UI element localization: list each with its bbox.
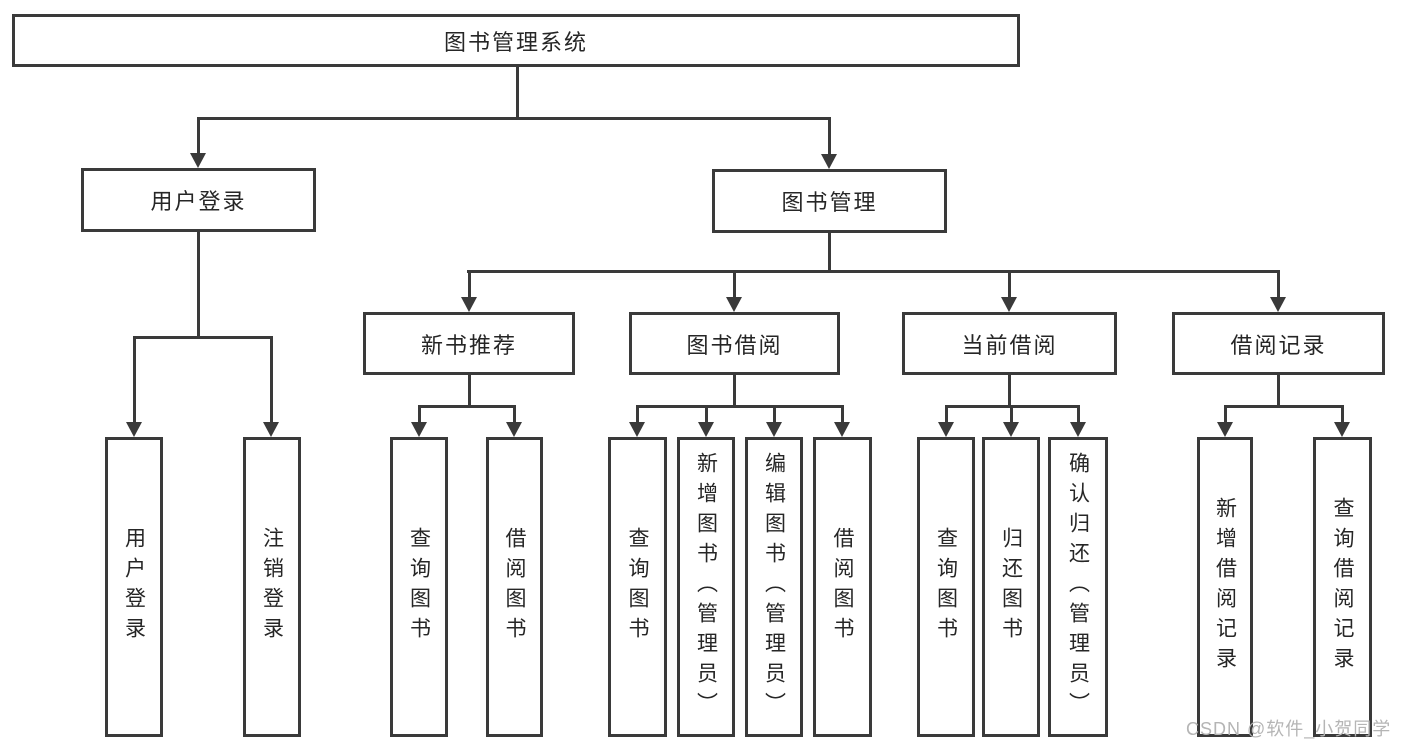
connector-line <box>197 117 200 155</box>
arrowhead <box>834 422 850 437</box>
node-user-login: 用户登录 <box>81 168 316 232</box>
connector-line <box>1341 405 1344 424</box>
node-leaf-logout: 注销登录 <box>243 437 301 737</box>
node-leaf-edit-books-admin: 编辑图书（管理员） <box>745 437 803 737</box>
arrowhead <box>190 153 206 168</box>
connector-line <box>270 336 273 424</box>
connector-line <box>197 232 200 339</box>
connector-line <box>1008 375 1011 407</box>
node-user-login-label: 用户登录 <box>150 189 247 214</box>
node-book-borrow: 图书借阅 <box>629 312 840 375</box>
connector-line <box>733 375 736 407</box>
connector-line <box>197 117 831 120</box>
connector-line <box>705 405 708 424</box>
arrowhead <box>411 422 427 437</box>
arrowhead <box>938 422 954 437</box>
connector-line <box>1277 375 1280 407</box>
connector-line <box>1277 270 1280 299</box>
node-book-management-label: 图书管理 <box>781 190 878 215</box>
node-leaf-label: 查询图书 <box>407 527 431 647</box>
node-leaf-user-login: 用户登录 <box>105 437 163 737</box>
arrowhead <box>766 422 782 437</box>
watermark: CSDN @软件_小贺同学 <box>1186 719 1392 739</box>
node-current-borrow-label: 当前借阅 <box>961 332 1058 358</box>
connector-line <box>841 405 844 424</box>
node-leaf-borrow-books: 借阅图书 <box>813 437 872 737</box>
node-leaf-confirm-return-admin: 确认归还（管理员） <box>1048 437 1108 737</box>
node-leaf-add-books-admin: 新增图书（管理员） <box>677 437 735 737</box>
connector-line <box>133 336 136 424</box>
node-leaf-label: 用户登录 <box>122 527 146 647</box>
arrowhead <box>1001 297 1017 312</box>
node-leaf-query-books-borrow: 查询图书 <box>608 437 667 737</box>
arrowhead <box>506 422 522 437</box>
connector-line <box>1077 405 1080 424</box>
connector-line <box>418 405 421 424</box>
connector-line <box>468 270 471 299</box>
connector-line <box>1008 270 1011 299</box>
node-leaf-query-books-recommend: 查询图书 <box>390 437 448 737</box>
connector-line <box>828 117 831 156</box>
node-leaf-label: 注销登录 <box>260 527 284 647</box>
node-borrow-records: 借阅记录 <box>1172 312 1385 375</box>
arrowhead <box>698 422 714 437</box>
node-borrow-records-label: 借阅记录 <box>1230 332 1327 358</box>
connector-line <box>1224 405 1227 424</box>
node-leaf-label: 新增借阅记录 <box>1213 497 1237 677</box>
node-leaf-query-books-current: 查询图书 <box>917 437 975 737</box>
arrowhead <box>1270 297 1286 312</box>
node-root-label: 图书管理系统 <box>443 29 588 55</box>
node-new-book-recommend: 新书推荐 <box>363 312 575 375</box>
node-leaf-add-borrow-record: 新增借阅记录 <box>1197 437 1253 737</box>
arrowhead <box>629 422 645 437</box>
node-leaf-return-books: 归还图书 <box>982 437 1040 737</box>
node-book-borrow-label: 图书借阅 <box>686 332 783 358</box>
arrowhead <box>461 297 477 312</box>
connector-line <box>733 270 736 299</box>
connector-line <box>1010 405 1013 424</box>
connector-line <box>467 270 1280 273</box>
connector-line <box>468 375 471 407</box>
arrowhead <box>1334 422 1350 437</box>
arrowhead <box>126 422 142 437</box>
arrowhead <box>1070 422 1086 437</box>
connector-line <box>636 405 844 408</box>
arrowhead <box>1003 422 1019 437</box>
node-root: 图书管理系统 <box>12 14 1020 67</box>
node-leaf-label: 借阅图书 <box>831 527 854 647</box>
connector-line <box>1224 405 1344 408</box>
connector-line <box>418 405 516 408</box>
connector-line <box>773 405 776 424</box>
node-leaf-label: 查询借阅记录 <box>1331 497 1354 677</box>
node-leaf-label: 编辑图书（管理员） <box>762 452 786 722</box>
connector-line <box>516 67 519 120</box>
connector-line <box>513 405 516 424</box>
connector-line <box>828 233 831 273</box>
node-current-borrow: 当前借阅 <box>902 312 1117 375</box>
node-leaf-label: 归还图书 <box>999 527 1023 647</box>
connector-line <box>133 336 273 339</box>
node-book-management: 图书管理 <box>712 169 947 233</box>
arrowhead <box>1217 422 1233 437</box>
node-leaf-label: 确认归还（管理员） <box>1066 452 1090 722</box>
node-leaf-query-borrow-record: 查询借阅记录 <box>1313 437 1372 737</box>
arrowhead <box>263 422 279 437</box>
node-leaf-label: 查询图书 <box>934 527 958 647</box>
connector-line <box>636 405 639 424</box>
connector-line <box>945 405 948 424</box>
arrowhead <box>726 297 742 312</box>
arrowhead <box>821 154 837 169</box>
node-leaf-label: 借阅图书 <box>503 527 526 647</box>
node-leaf-label: 查询图书 <box>626 527 649 647</box>
node-leaf-borrow-books-recommend: 借阅图书 <box>486 437 543 737</box>
node-leaf-label: 新增图书（管理员） <box>694 452 718 722</box>
node-new-book-recommend-label: 新书推荐 <box>420 332 517 358</box>
